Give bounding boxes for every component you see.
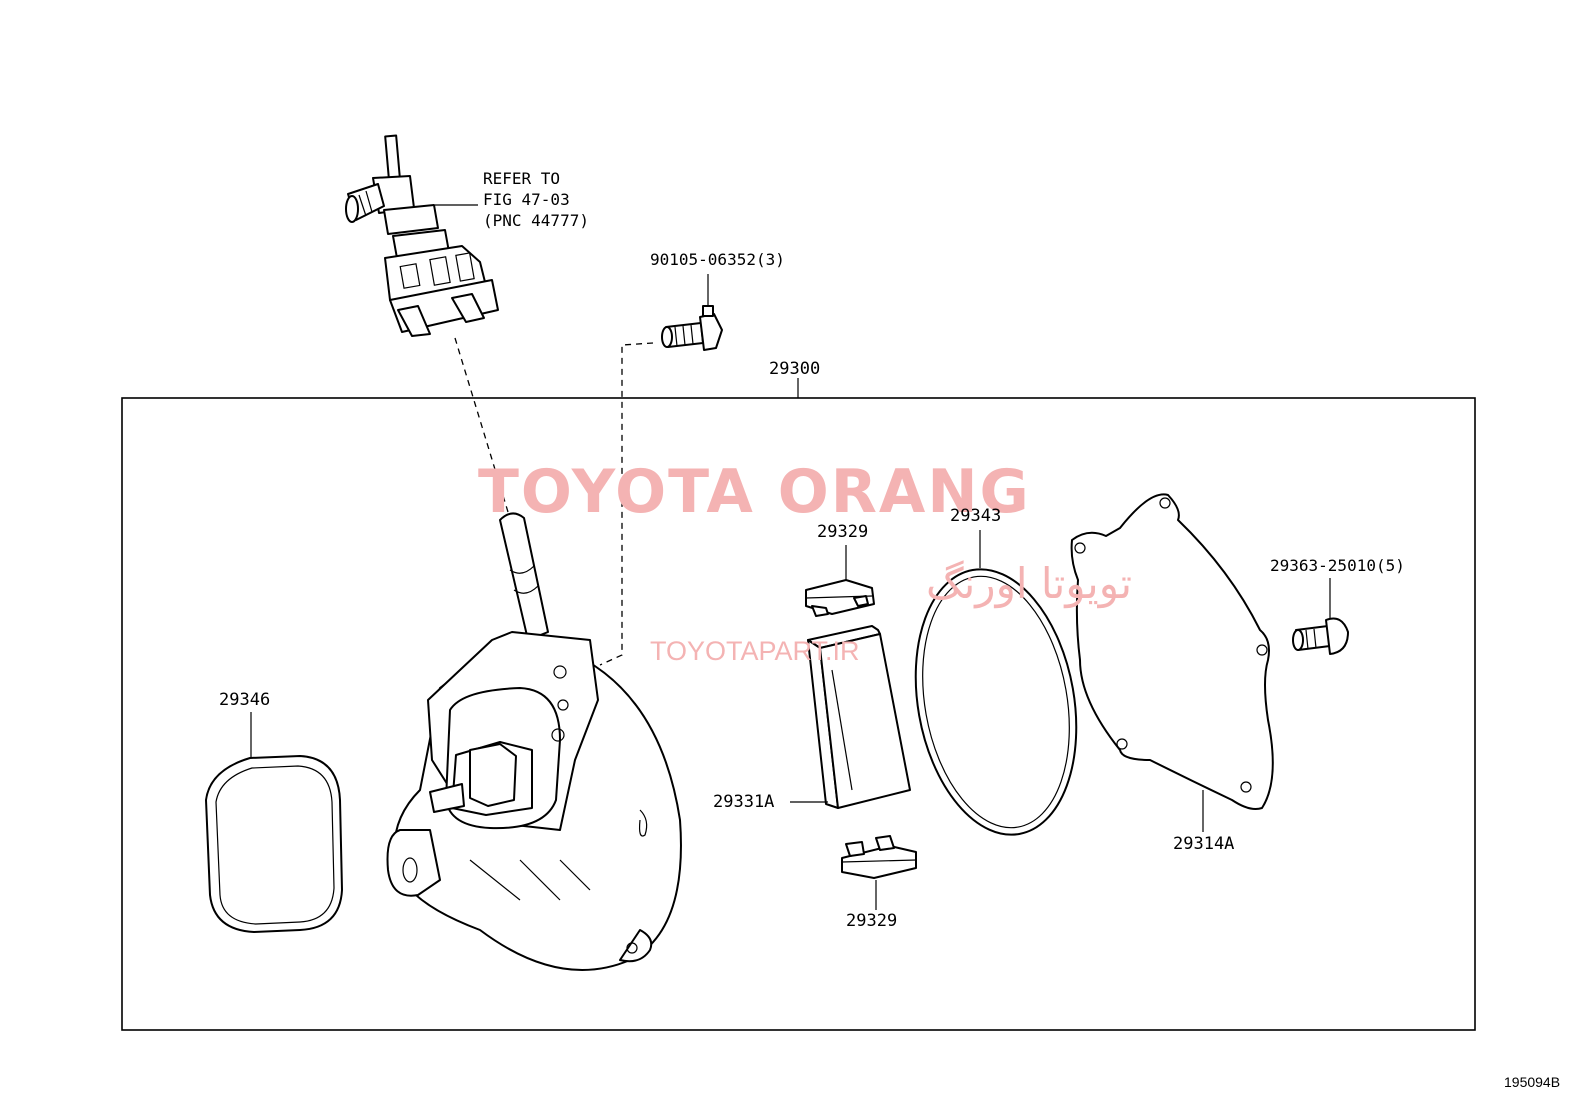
screw-part bbox=[1292, 617, 1349, 655]
assembly-label: 29300 bbox=[769, 359, 820, 379]
vacuum-pump-body-part bbox=[386, 512, 682, 971]
cover-part bbox=[1070, 493, 1274, 810]
gasket-part bbox=[205, 755, 343, 933]
upper-vane-part bbox=[805, 579, 875, 617]
refer-label-line1: REFER TO bbox=[483, 169, 560, 188]
illustration-id: 195094B bbox=[1504, 1074, 1560, 1090]
bolt-dashed-line bbox=[599, 342, 654, 666]
cover-label: 29314A bbox=[1173, 834, 1234, 854]
gasket-label: 29346 bbox=[219, 690, 270, 710]
vane-lower-label: 29329 bbox=[846, 911, 897, 931]
o-ring-part bbox=[914, 568, 1078, 836]
refer-label-line2: FIG 47-03 bbox=[483, 190, 570, 209]
watermark-brand-fa: تویوتا اورنگ bbox=[926, 559, 1132, 608]
flange-bolt-part bbox=[661, 305, 723, 351]
watermark: TOYOTA ORANG تویوتا اورنگ TOYOTAPART.IR bbox=[478, 457, 1132, 666]
refer-label-line3: (PNC 44777) bbox=[483, 211, 589, 230]
watermark-url: TOYOTAPART.IR bbox=[650, 636, 860, 666]
rotor-label: 29331A bbox=[713, 792, 774, 812]
bolt-top-label: 90105-06352(3) bbox=[650, 250, 785, 269]
vane-upper-label: 29329 bbox=[817, 522, 868, 542]
rotor-part bbox=[807, 625, 911, 809]
lower-vane-part bbox=[841, 835, 917, 879]
o-ring-label: 29343 bbox=[950, 506, 1001, 526]
screw-label: 29363-25010(5) bbox=[1270, 556, 1405, 575]
fitting-dashed-line bbox=[454, 337, 509, 513]
hose-fitting-part bbox=[345, 134, 499, 337]
watermark-brand: TOYOTA ORANG bbox=[478, 457, 1031, 527]
